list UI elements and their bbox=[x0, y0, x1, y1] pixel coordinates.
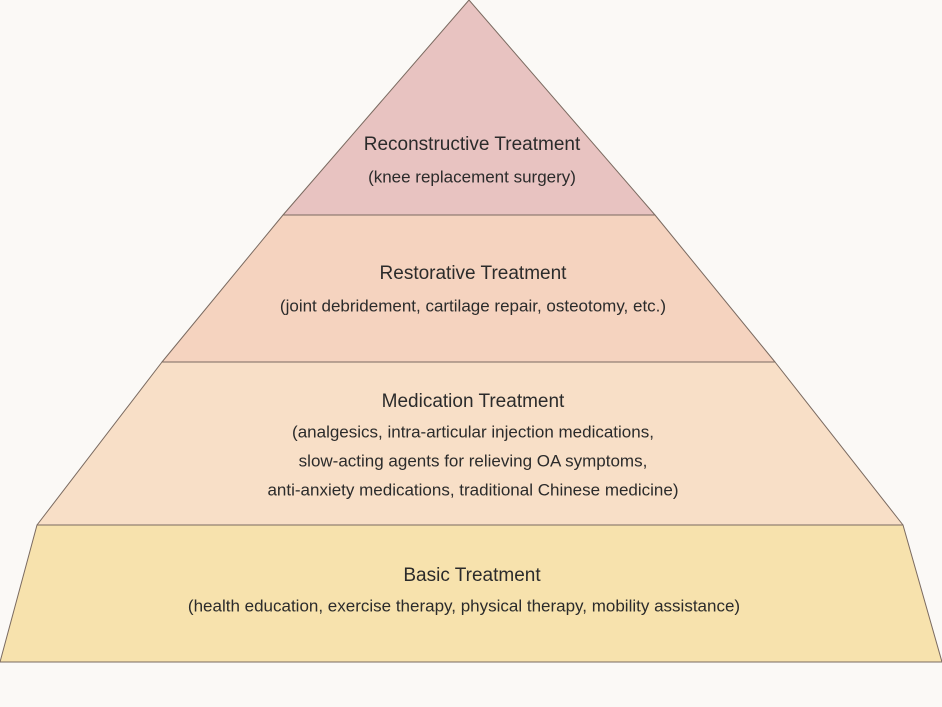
tier-restorative-desc-1: (joint debridement, cartilage repair, os… bbox=[280, 296, 666, 315]
tier-medication-desc-3: anti-anxiety medications, traditional Ch… bbox=[267, 480, 678, 499]
tier-reconstructive-desc-1: (knee replacement surgery) bbox=[368, 167, 576, 186]
tier-basic-shape bbox=[0, 524, 942, 663]
tier-medication-title: Medication Treatment bbox=[382, 391, 565, 412]
tier-reconstructive-title: Reconstructive Treatment bbox=[364, 134, 581, 155]
tier-medication-desc-1: (analgesics, intra-articular injection m… bbox=[292, 422, 654, 441]
tier-restorative: Restorative Treatment (joint debridement… bbox=[161, 214, 776, 363]
tier-restorative-title: Restorative Treatment bbox=[380, 263, 568, 284]
tier-medication-desc-2: slow-acting agents for relieving OA symp… bbox=[299, 451, 648, 470]
tier-basic-title: Basic Treatment bbox=[403, 565, 541, 586]
tier-basic-desc-1: (health education, exercise therapy, phy… bbox=[188, 596, 740, 615]
tier-basic: Basic Treatment (health education, exerc… bbox=[0, 524, 942, 663]
tier-reconstructive: Reconstructive Treatment (knee replaceme… bbox=[282, 0, 656, 216]
tier-medication-shape bbox=[36, 361, 904, 526]
tier-restorative-shape bbox=[161, 214, 776, 363]
tier-medication: Medication Treatment (analgesics, intra-… bbox=[36, 361, 904, 526]
